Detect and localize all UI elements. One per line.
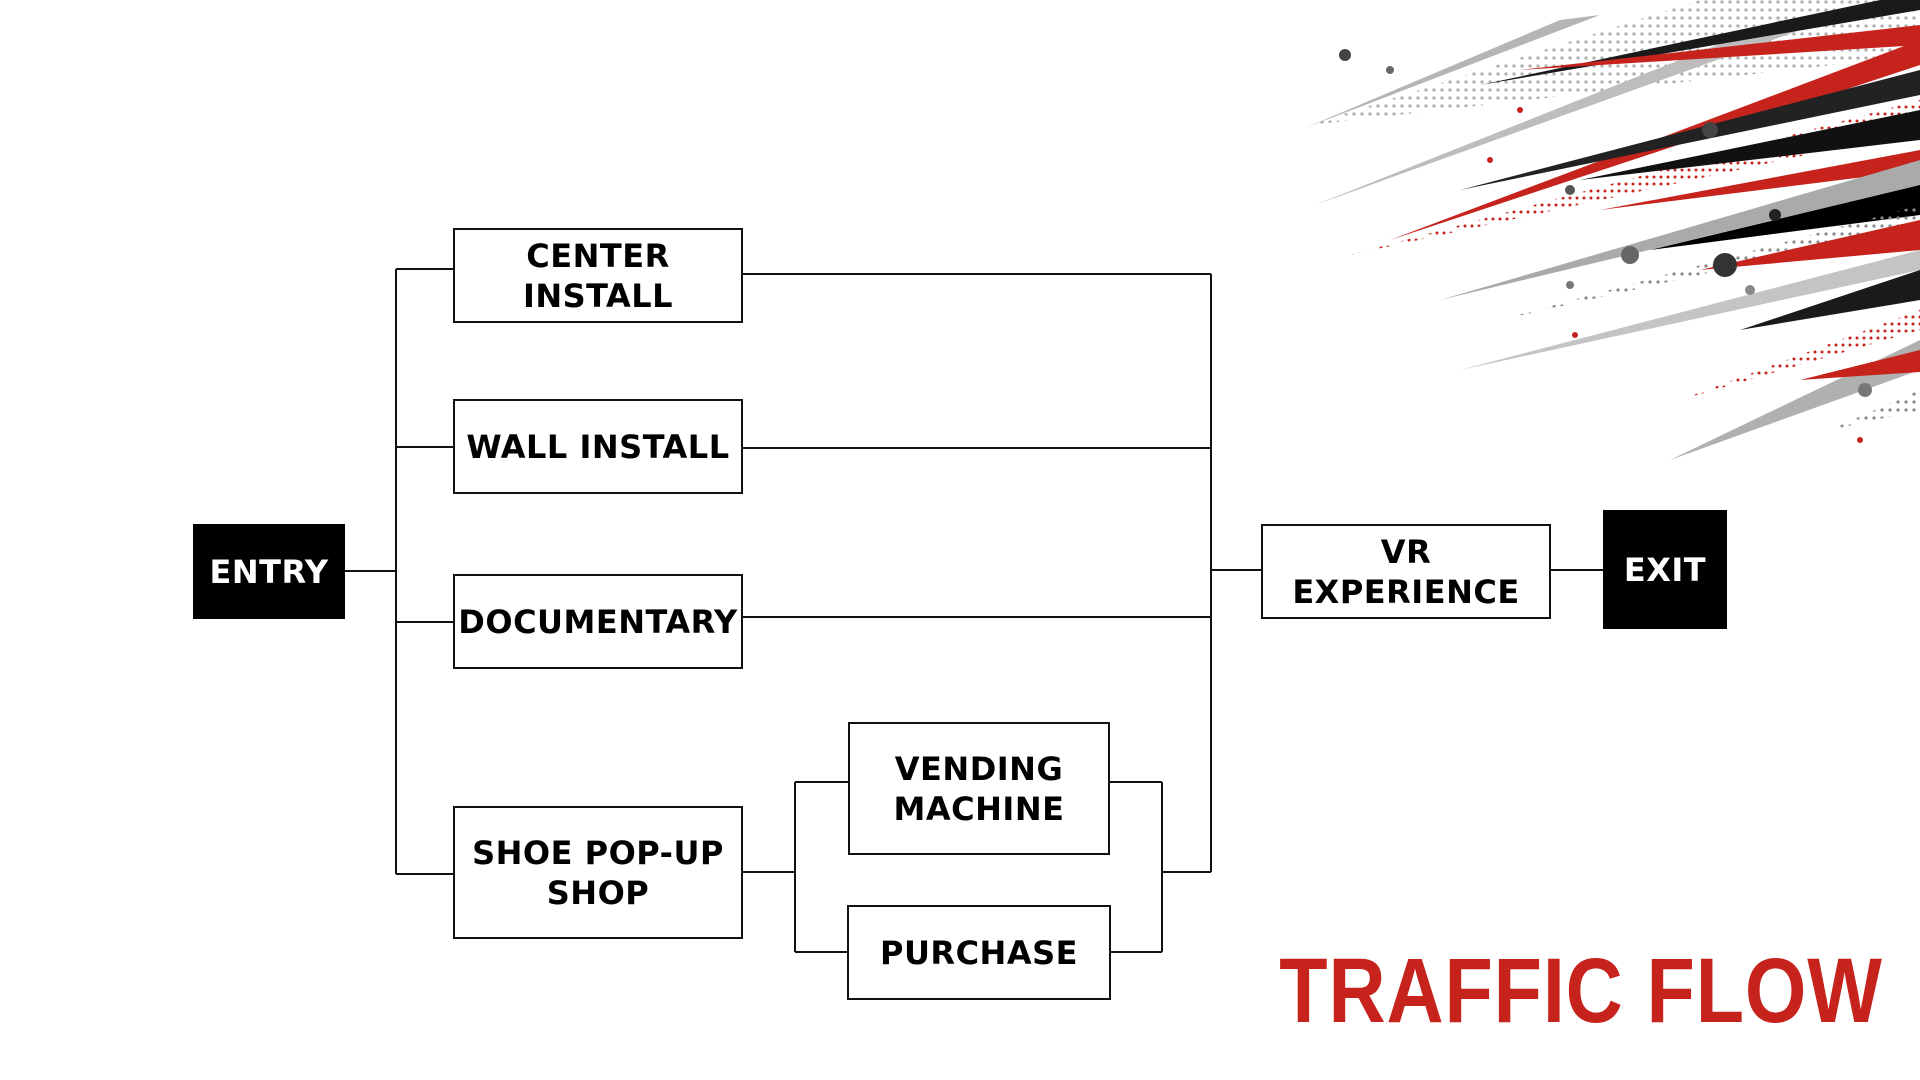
vending-label-line1: VENDING — [894, 749, 1064, 788]
exit-node: EXIT — [1603, 510, 1727, 629]
wall-install-label: WALL INSTALL — [466, 427, 730, 466]
splash-decoration — [1305, 0, 1920, 460]
center-install-label: CENTER INSTALL — [522, 236, 674, 315]
documentary-label: DOCUMENTARY — [458, 602, 738, 641]
vr-experience-node: VR EXPERIENCE — [1261, 524, 1551, 619]
shoe-popup-shop-node: SHOE POP-UP SHOP — [453, 806, 743, 939]
vending-label-line2: MACHINE — [893, 789, 1065, 828]
slide-title: TRAFFIC FLOW — [1279, 940, 1883, 1042]
purchase-label: PURCHASE — [879, 933, 1078, 972]
entry-label: ENTRY — [209, 552, 329, 591]
vending-machine-node: VENDING MACHINE — [848, 722, 1110, 855]
center-install-node: CENTER INSTALL — [453, 228, 743, 323]
entry-node: ENTRY — [193, 524, 345, 619]
documentary-node: DOCUMENTARY — [453, 574, 743, 669]
connector-lines — [345, 268, 1603, 953]
purchase-node: PURCHASE — [847, 905, 1111, 1000]
shoe-popup-label-line2: SHOP — [546, 873, 650, 912]
shoe-popup-label-line1: SHOE POP-UP — [472, 833, 724, 872]
exit-label: EXIT — [1623, 550, 1707, 589]
wall-install-node: WALL INSTALL — [453, 399, 743, 494]
vr-experience-label: VR EXPERIENCE — [1292, 532, 1520, 611]
